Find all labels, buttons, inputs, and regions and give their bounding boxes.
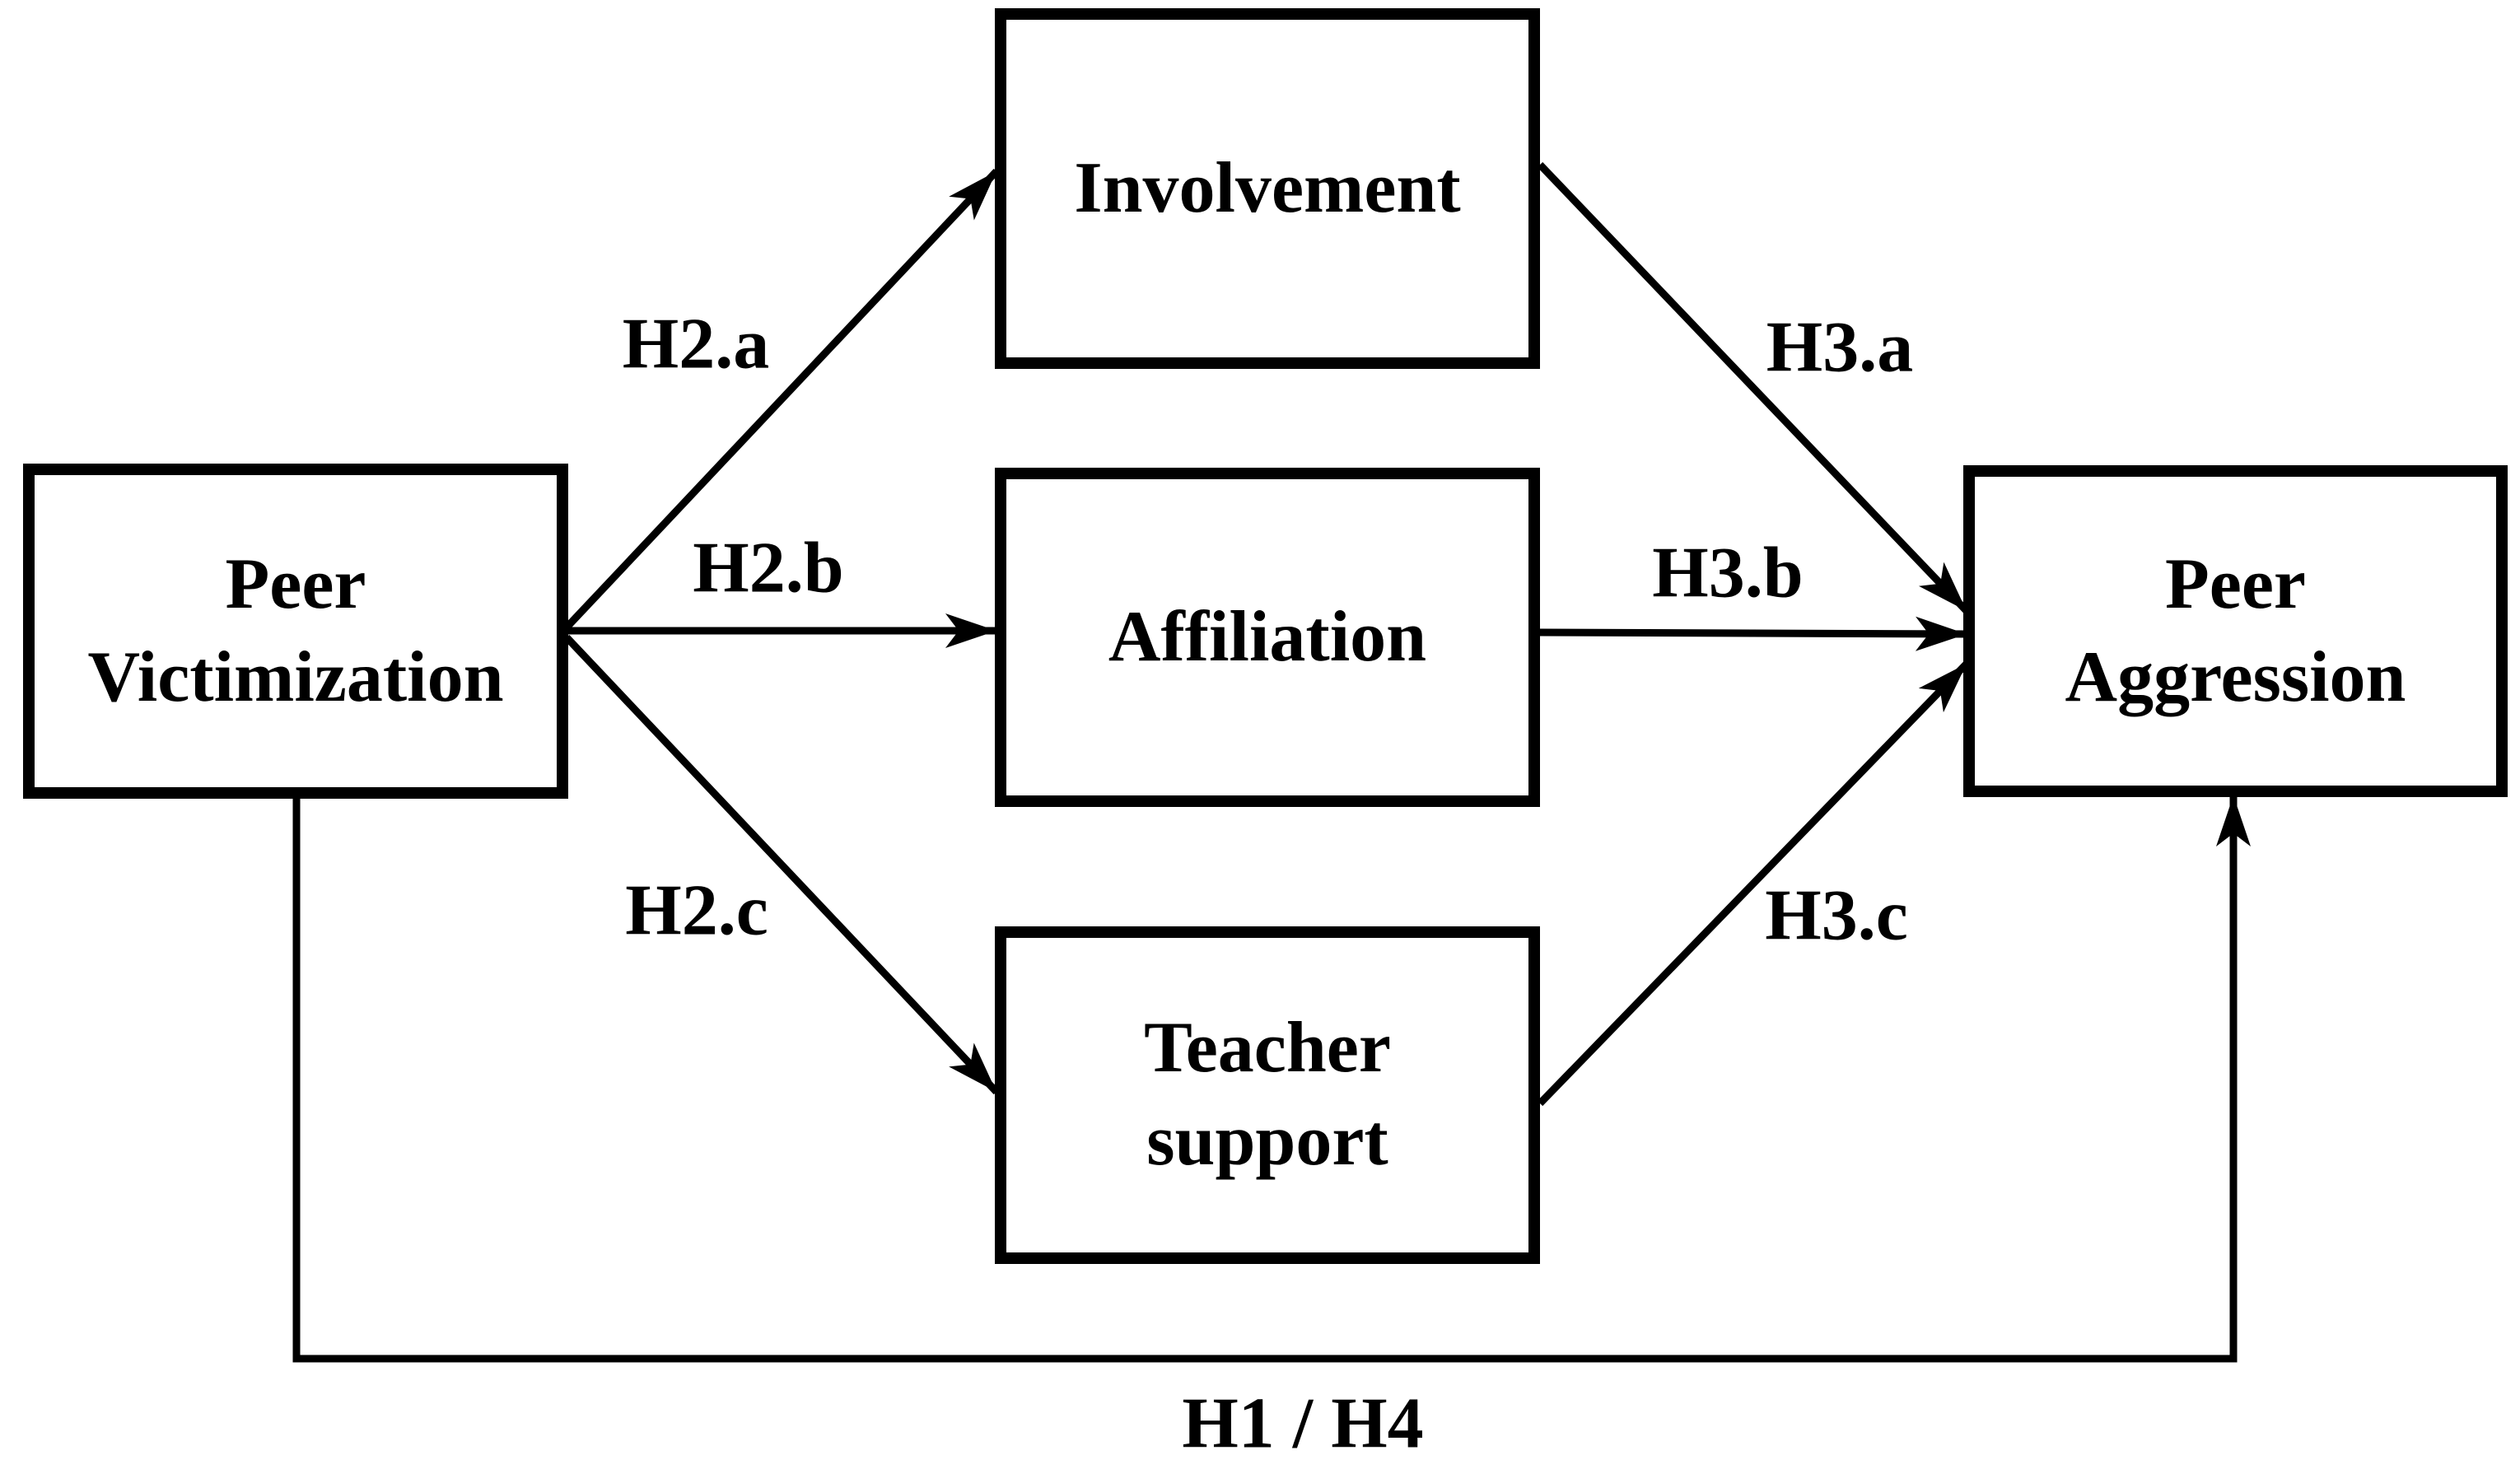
arrow-h3c-teacher-support-to-aggression bbox=[1537, 660, 1970, 1107]
node-involvement-label: Involvement bbox=[1074, 147, 1461, 228]
node-teacher-support-label: Teacher support bbox=[1144, 1008, 1391, 1181]
edge-label-h3a: H3.a bbox=[1766, 307, 1914, 388]
node-peer-victimization-label: Peer Victimization bbox=[87, 543, 504, 717]
node-peer-aggression-label: Peer Aggression bbox=[2065, 543, 2406, 717]
arrow-h3b-affiliation-to-aggression bbox=[1539, 616, 1967, 651]
node-teacher-support: Teacher support bbox=[995, 926, 1540, 1264]
arrow-h1h4-direct-path bbox=[292, 795, 2251, 1363]
arrow-h2a-victimization-to-involvement bbox=[563, 168, 1000, 631]
edge-label-h2a: H2.a bbox=[622, 304, 770, 385]
node-affiliation-label: Affiliation bbox=[1108, 596, 1427, 677]
edge-label-h2c: H2.c bbox=[625, 870, 768, 951]
arrow-h3a-involvement-to-aggression bbox=[1537, 161, 1970, 614]
arrow-h2c-victimization-to-teacher-support bbox=[563, 634, 1000, 1095]
edge-label-h1-h4: H1 / H4 bbox=[1182, 1383, 1424, 1464]
edge-label-h2b: H2.b bbox=[693, 528, 844, 609]
node-peer-aggression: Peer Aggression bbox=[1963, 465, 2508, 797]
node-peer-victimization: Peer Victimization bbox=[23, 464, 568, 799]
node-affiliation: Affiliation bbox=[995, 468, 1540, 807]
node-involvement: Involvement bbox=[995, 8, 1540, 369]
edge-label-h3c: H3.c bbox=[1765, 875, 1908, 956]
edge-label-h3b: H3.b bbox=[1652, 533, 1804, 613]
